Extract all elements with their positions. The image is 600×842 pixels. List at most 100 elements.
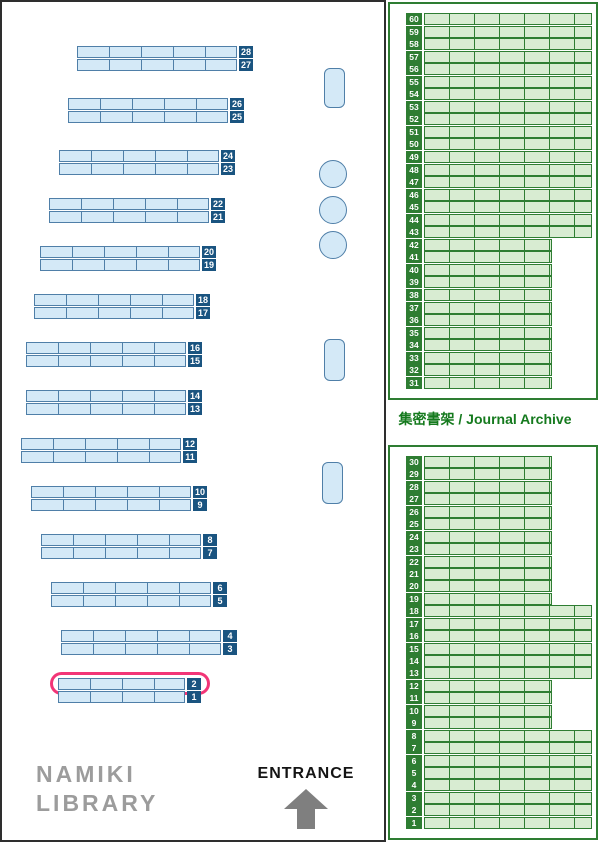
archive-shelf-bar: [424, 493, 552, 506]
archive-shelf-bar: [424, 630, 592, 643]
archive-shelf-row-33: 33: [406, 351, 592, 364]
archive-shelf-row-17: 17: [406, 617, 592, 630]
archive-shelf-row-7: 7: [406, 742, 592, 755]
shelf-number-tag: 1: [187, 691, 201, 703]
archive-shelf-number-tag: 15: [406, 642, 422, 655]
archive-shelf-number-tag: 6: [406, 754, 422, 767]
archive-shelf-row-57: 57: [406, 50, 592, 63]
archive-shelf-row-14: 14: [406, 655, 592, 667]
archive-shelf-number-tag: 36: [406, 314, 422, 327]
shelf-bar: [41, 547, 201, 559]
archive-shelf-row-37: 37: [406, 301, 592, 314]
archive-shelf-number-tag: 9: [406, 717, 422, 730]
archive-shelf-number-tag: 14: [406, 655, 422, 667]
archive-shelf-number-tag: 10: [406, 704, 422, 717]
archive-shelf-bar: [424, 754, 592, 767]
shelf-bar: [49, 211, 209, 223]
shelf-number-tag: 6: [213, 582, 227, 594]
archive-shelf-bar: [424, 692, 552, 705]
archive-shelf-bar: [424, 655, 592, 667]
archive-shelf-row-28: 28: [406, 480, 592, 493]
archive-shelf-row-32: 32: [406, 364, 592, 377]
shelf-row-13: 13: [26, 403, 202, 415]
shelf-bar: [21, 438, 181, 450]
archive-shelf-row-46: 46: [406, 188, 592, 201]
library-name: NAMIKI LIBRARY: [36, 760, 158, 818]
shelf-bar: [77, 46, 237, 58]
archive-shelf-row-43: 43: [406, 226, 592, 239]
archive-shelf-bar: [424, 816, 592, 829]
shelf-number-tag: 8: [203, 534, 217, 546]
archive-shelf-number-tag: 44: [406, 213, 422, 226]
archive-shelf-row-41: 41: [406, 251, 592, 264]
archive-shelf-number-tag: 56: [406, 63, 422, 76]
shelf-row-12: 12: [21, 438, 197, 450]
archive-shelf-number-tag: 26: [406, 505, 422, 518]
shelf-number-tag: 26: [230, 98, 244, 110]
archive-shelf-bar: [424, 238, 552, 251]
archive-shelf-row-8: 8: [406, 729, 592, 742]
archive-shelf-row-10: 10: [406, 704, 592, 717]
archive-shelf-number-tag: 3: [406, 791, 422, 804]
archive-shelf-number-tag: 49: [406, 151, 422, 164]
archive-shelf-row-54: 54: [406, 88, 592, 101]
archive-shelf-number-tag: 52: [406, 113, 422, 126]
archive-shelf-bar: [424, 804, 592, 817]
archive-shelf-bar: [424, 50, 592, 63]
archive-shelf-bar: [424, 667, 592, 680]
shelf-bar: [26, 355, 186, 367]
archive-shelf-bar: [424, 13, 592, 25]
archive-shelf-number-tag: 13: [406, 667, 422, 680]
archive-shelf-row-44: 44: [406, 213, 592, 226]
shelf-number-tag: 21: [211, 211, 225, 223]
archive-shelf-bar: [424, 38, 592, 51]
shelf-row-15: 15: [26, 355, 202, 367]
archive-shelf-bar: [424, 376, 552, 389]
shelf-row-8: 8: [41, 534, 217, 546]
archive-shelf-row-2: 2: [406, 804, 592, 817]
archive-shelf-number-tag: 21: [406, 567, 422, 580]
archive-shelf-number-tag: 7: [406, 742, 422, 755]
archive-shelf-bar: [424, 480, 552, 493]
archive-shelf-number-tag: 42: [406, 238, 422, 251]
shelf-row-24: 24: [59, 150, 235, 162]
archive-shelf-bar: [424, 125, 592, 138]
archive-shelf-bar: [424, 226, 592, 239]
archive-shelf-row-59: 59: [406, 25, 592, 38]
shelf-row-27: 27: [77, 59, 253, 71]
shelf-number-tag: 10: [193, 486, 207, 498]
archive-shelf-row-11: 11: [406, 692, 592, 705]
arrow-stem: [297, 809, 315, 829]
archive-shelf-row-19: 19: [406, 592, 592, 605]
archive-shelf-number-tag: 48: [406, 163, 422, 176]
archive-shelf-number-tag: 55: [406, 75, 422, 88]
archive-shelf-row-40: 40: [406, 263, 592, 276]
archive-shelf-number-tag: 11: [406, 692, 422, 705]
archive-shelf-row-53: 53: [406, 100, 592, 113]
archive-shelf-bar: [424, 364, 552, 377]
shelf-row-26: 26: [68, 98, 244, 110]
shelf-row-14: 14: [26, 390, 202, 402]
archive-shelf-row-49: 49: [406, 151, 592, 164]
archive-shelf-bar: [424, 642, 592, 655]
archive-shelf-row-55: 55: [406, 75, 592, 88]
archive-shelf-number-tag: 53: [406, 100, 422, 113]
archive-shelf-row-31: 31: [406, 376, 592, 389]
shelf-row-22: 22: [49, 198, 225, 210]
archive-shelf-row-38: 38: [406, 289, 592, 302]
shelf-row-21: 21: [49, 211, 225, 223]
archive-shelf-number-tag: 1: [406, 816, 422, 829]
archive-shelf-row-21: 21: [406, 567, 592, 580]
shelf-bar: [51, 582, 211, 594]
archive-shelf-row-26: 26: [406, 505, 592, 518]
shelf-bar: [26, 403, 186, 415]
